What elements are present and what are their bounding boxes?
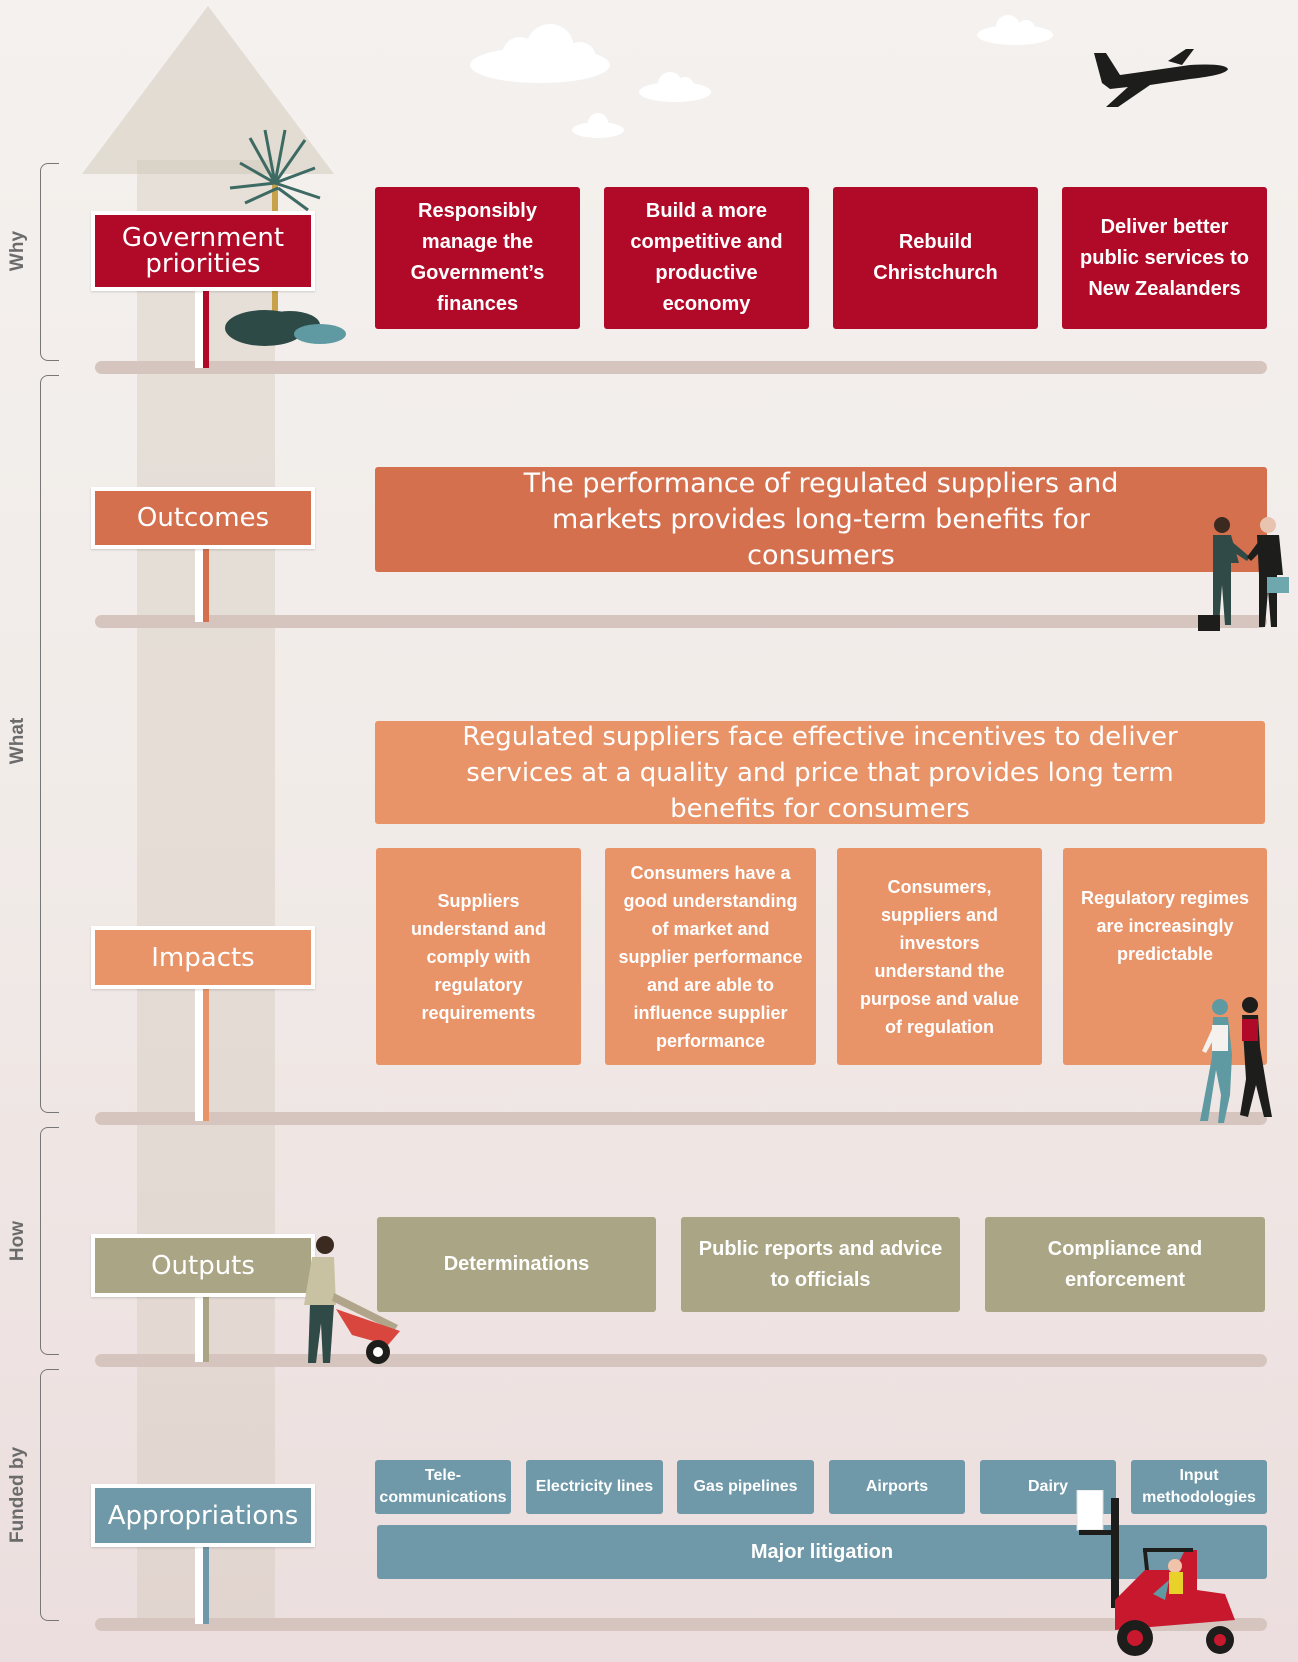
priority-box: Responsibly manage the Government’s fina… [375,187,580,329]
output-box: Compliance and enforcement [985,1217,1265,1312]
what-label: What [7,717,28,765]
handshake-people-decoration [1198,517,1289,631]
sign-government-priorities: Government priorities [91,211,315,291]
appropriation-box: Gas pipelines [677,1460,814,1514]
up-arrow-head [82,6,334,174]
shelf-why [95,361,1267,374]
impact-box: Consumers have a good understanding of m… [605,848,816,1065]
how-label: How [7,1220,28,1262]
why-label: Why [7,230,28,272]
how-bracket [40,1127,59,1355]
what-bracket [40,375,59,1113]
impact-box: Suppliers understand and comply with reg… [376,848,581,1065]
sign-outcomes: Outcomes [91,487,315,549]
impact-main-box: Regulated suppliers face effective incen… [375,721,1265,824]
priority-box: Rebuild Christchurch [833,187,1038,329]
sign-impacts: Impacts [91,926,315,989]
shelf-outcomes [95,615,1267,628]
walking-people-decoration [1200,997,1272,1123]
appropriation-box: Tele-communications [375,1460,511,1514]
wheelbarrow-worker-decoration [304,1236,400,1364]
shelf-impacts [95,1112,1267,1125]
funded-by-bracket [40,1369,59,1621]
why-bracket [40,163,59,361]
clouds-decoration [470,15,1053,138]
post-outputs [195,1296,209,1362]
post-impacts [195,988,209,1121]
post-appropriations [195,1546,209,1624]
impact-box: Regulatory regimes are increasingly pred… [1063,848,1267,1065]
up-arrow-shaft [137,160,275,1630]
post-priorities [195,290,209,368]
priority-box: Deliver better public services to New Ze… [1062,187,1267,329]
output-box: Determinations [377,1217,656,1312]
appropriation-box: Input methodologies [1131,1460,1267,1514]
shelf-outputs [95,1354,1267,1367]
appropriation-box: Dairy [980,1460,1116,1514]
sign-appropriations: Appropriations [91,1484,315,1547]
appropriation-box: Electricity lines [526,1460,663,1514]
post-outcomes [195,548,209,622]
sign-outputs: Outputs [91,1234,315,1297]
priority-box: Build a more competitive and productive … [604,187,809,329]
appropriation-box: Airports [829,1460,965,1514]
impact-box: Consumers, suppliers and investors under… [837,848,1042,1065]
shelf-appropriations [95,1618,1267,1631]
airplane-icon [1094,49,1228,107]
outcome-box: The performance of regulated suppliers a… [375,467,1267,572]
forklift-decoration [1076,1490,1235,1656]
funded-by-label: Funded by [7,1446,28,1544]
output-box: Public reports and advice to officials [681,1217,960,1312]
